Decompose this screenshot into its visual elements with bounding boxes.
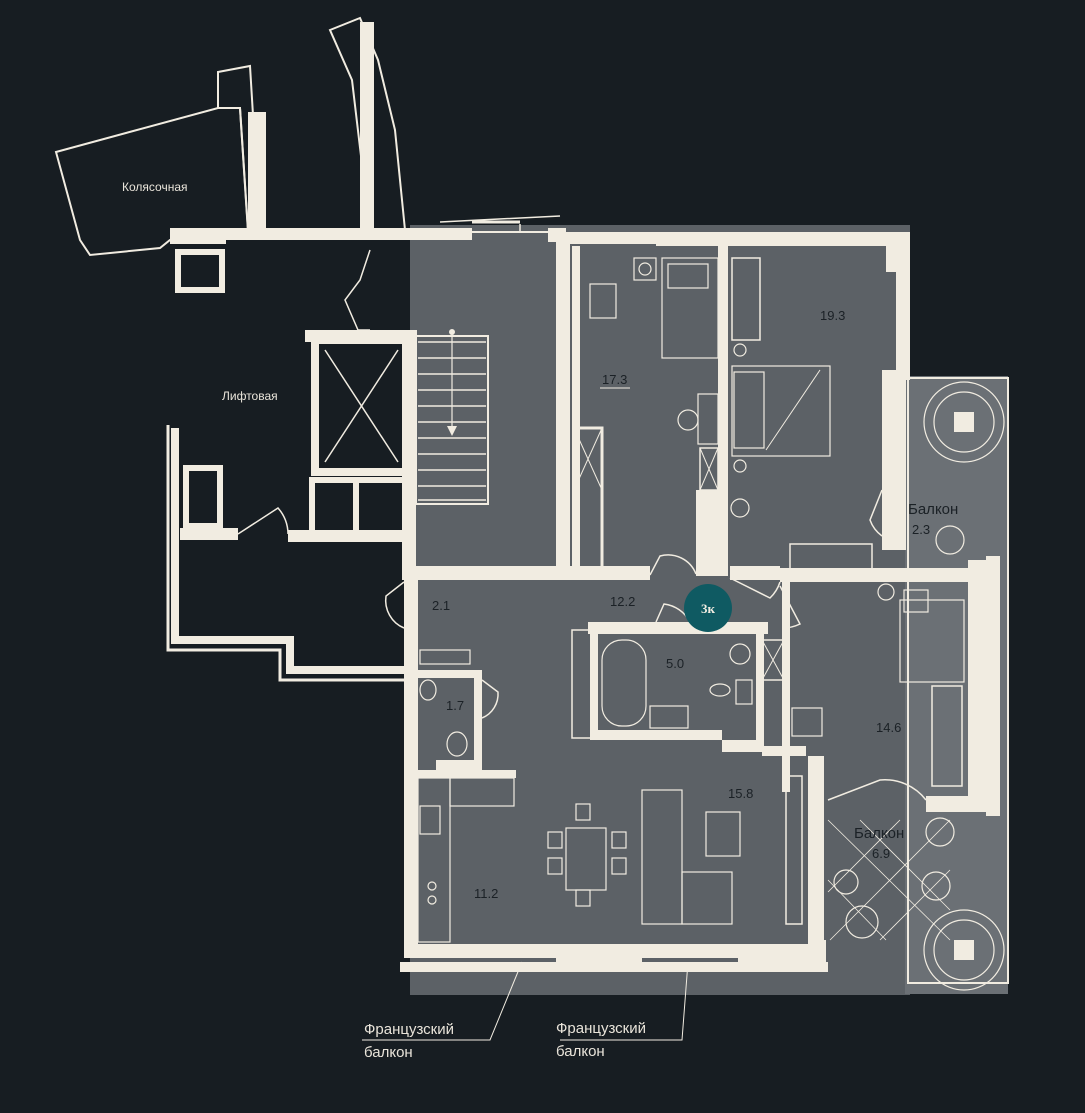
- area-kitchen: 11.2: [474, 886, 498, 901]
- area-living: 15.8: [728, 786, 753, 801]
- bathroom-fixtures: [419, 629, 785, 757]
- area-bedroom-2: 19.3: [820, 308, 845, 323]
- area-bedroom-3: 14.6: [876, 720, 901, 735]
- area-hall-small: 2.1: [432, 598, 450, 613]
- living-kitchen-furniture: [417, 775, 803, 943]
- area-bathroom: 5.0: [666, 656, 684, 671]
- french-balcony-callouts: Французский балкон Французский балкон: [362, 961, 689, 1061]
- stair-steps: [415, 329, 489, 505]
- bedroom-2-furniture: [707, 257, 873, 571]
- area-bedroom-1: 17.3: [602, 372, 627, 387]
- apartment-badge[interactable]: 3к: [684, 584, 732, 632]
- doors: [384, 489, 927, 801]
- area-wc: 1.7: [446, 698, 464, 713]
- windows: [439, 215, 994, 951]
- bedroom-1-furniture: [572, 257, 719, 574]
- bedroom-3-furniture: [791, 583, 965, 787]
- label-balcony-1: Балкон: [908, 501, 958, 518]
- callout-french-balcony-1-line1: Французский: [364, 1021, 454, 1038]
- room-labels: Колясочная Лифтовая 17.3 19.3 Балкон 2.3…: [122, 180, 958, 901]
- common-area-walls: [54, 16, 566, 682]
- area-corridor: 12.2: [610, 594, 635, 609]
- area-balcony-2: 6.9: [872, 846, 890, 861]
- badge-circle: [684, 584, 732, 632]
- label-elevator-hall: Лифтовая: [222, 389, 278, 403]
- label-stroller-room: Колясочная: [122, 180, 188, 194]
- label-balcony-2: Балкон: [854, 825, 904, 842]
- callout-french-balcony-1-line2: балкон: [364, 1044, 413, 1061]
- callout-french-balcony-2-line2: балкон: [556, 1043, 605, 1060]
- balcony-decor: [827, 381, 1005, 991]
- apartment-walls: [400, 232, 1009, 984]
- callout-french-balcony-2-line1: Французский: [556, 1020, 646, 1037]
- area-balcony-1: 2.3: [912, 522, 930, 537]
- badge-label: 3к: [701, 601, 716, 616]
